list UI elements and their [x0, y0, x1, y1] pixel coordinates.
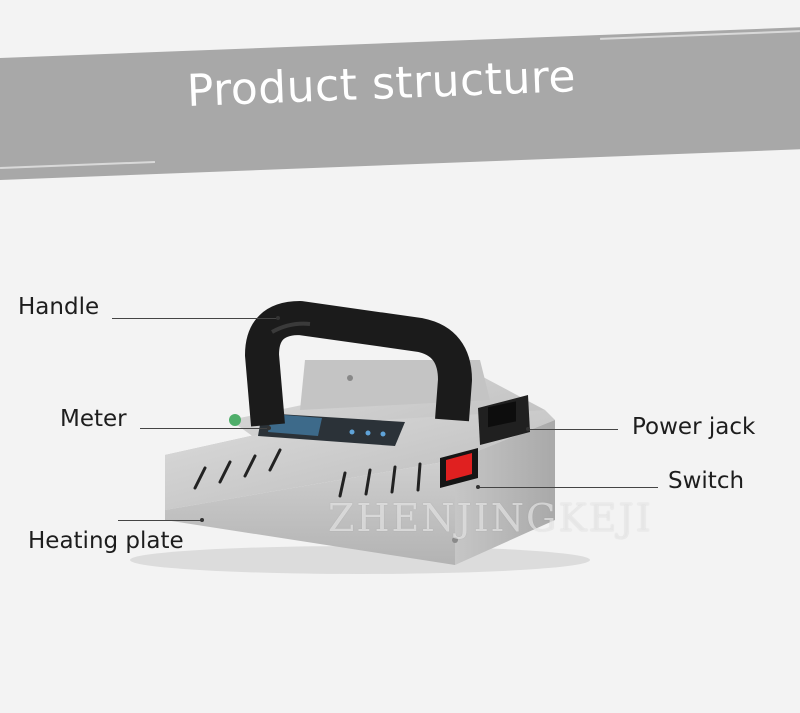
leader-dot-heating-plate [200, 518, 204, 522]
status-led [229, 414, 241, 426]
label-handle: Handle [18, 294, 100, 320]
leader-line-power-jack [528, 429, 618, 430]
leader-dot-power-jack [526, 427, 530, 431]
leader-dot-switch [476, 485, 480, 489]
watermark-text: ZHENJINGKEJI [328, 496, 653, 540]
front-vents [338, 462, 422, 498]
leader-line-meter [140, 428, 268, 429]
label-meter: Meter [60, 406, 127, 432]
left-vents [193, 448, 282, 490]
right-face [455, 420, 555, 565]
handle-shape [245, 301, 472, 427]
switch-rocker [446, 453, 472, 481]
leader-line-heating-plate [118, 520, 202, 521]
leader-dot-handle [276, 316, 280, 320]
leader-line-switch [478, 487, 658, 488]
label-switch: Switch [668, 468, 745, 494]
front-face [165, 460, 455, 565]
screw [347, 375, 353, 381]
leader-dot-meter [267, 426, 271, 430]
label-power-jack: Power jack [632, 414, 756, 440]
leader-line-handle [112, 318, 277, 319]
label-heating-plate: Heating plate [28, 528, 184, 554]
